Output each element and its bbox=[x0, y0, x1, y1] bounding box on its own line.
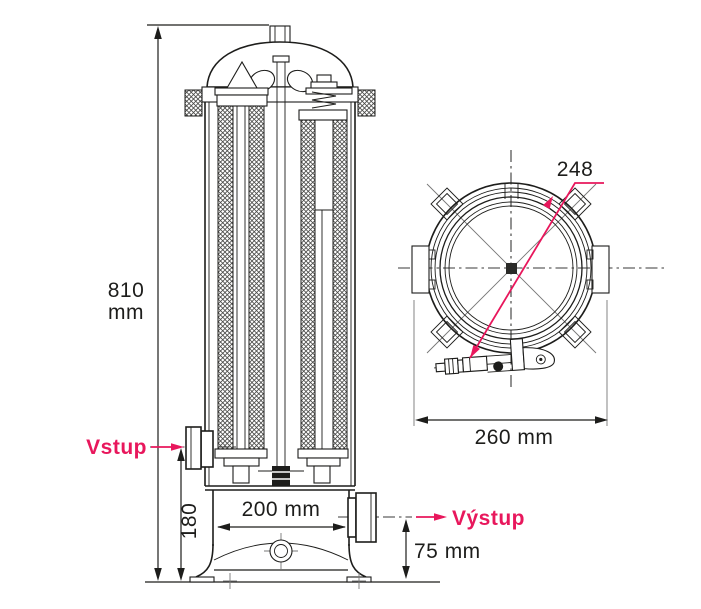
dim-outlet-height-label: 75 mm bbox=[414, 540, 481, 563]
center-rod bbox=[272, 55, 290, 466]
spring bbox=[311, 91, 337, 109]
support-legs bbox=[189, 543, 372, 589]
cartridge-right bbox=[297, 74, 353, 484]
outlet-label: Výstup bbox=[452, 507, 525, 530]
bolt-lug bbox=[558, 187, 592, 221]
dim-clamp-diagonal: 248 bbox=[466, 158, 604, 360]
bolt-lugs bbox=[430, 187, 592, 349]
clamp-bolt-right bbox=[357, 89, 376, 117]
dim-outlet-height: 75 mm bbox=[402, 519, 480, 579]
vessel-shell bbox=[204, 102, 356, 486]
filter-cartridges bbox=[214, 55, 353, 486]
inlet-label: Vstup bbox=[86, 436, 147, 459]
vent-plug bbox=[266, 25, 294, 45]
dim-total-height: 810 mm bbox=[108, 24, 269, 581]
dim-base-width: 200 mm bbox=[217, 498, 346, 531]
outlet-label-group: Výstup bbox=[416, 507, 525, 530]
drain-plug bbox=[264, 533, 298, 569]
bolt-lug bbox=[430, 187, 464, 221]
bolt-lug bbox=[430, 315, 464, 349]
inlet-label-group: Vstup bbox=[86, 436, 184, 459]
inlet-port bbox=[150, 426, 240, 470]
latch-assembly bbox=[434, 338, 555, 375]
standpipe-fitting bbox=[258, 466, 304, 486]
bolt-lug bbox=[558, 315, 592, 349]
dim-inlet-height-label: 180 bbox=[178, 503, 201, 540]
cartridge-left bbox=[214, 60, 269, 484]
clamp-bolt-left bbox=[184, 89, 203, 117]
side-tab-right bbox=[586, 245, 610, 294]
dim-inlet-height: 180 bbox=[177, 448, 201, 581]
latch-pin bbox=[493, 361, 504, 372]
dim-height-unit: mm bbox=[108, 301, 144, 324]
dim-top-width: 260 mm bbox=[413, 300, 608, 449]
top-view: 248 260 mm bbox=[398, 150, 665, 449]
dim-top-width-label: 260 mm bbox=[475, 426, 554, 449]
dim-clamp-diagonal-label: 248 bbox=[557, 158, 594, 181]
dim-base-width-label: 200 mm bbox=[242, 498, 321, 521]
tube-sheet bbox=[205, 485, 355, 491]
side-tab-left bbox=[411, 245, 436, 294]
outlet-port bbox=[338, 492, 412, 543]
center-hub bbox=[506, 263, 517, 274]
front-view bbox=[145, 25, 440, 589]
dim-height-value: 810 bbox=[108, 279, 145, 302]
